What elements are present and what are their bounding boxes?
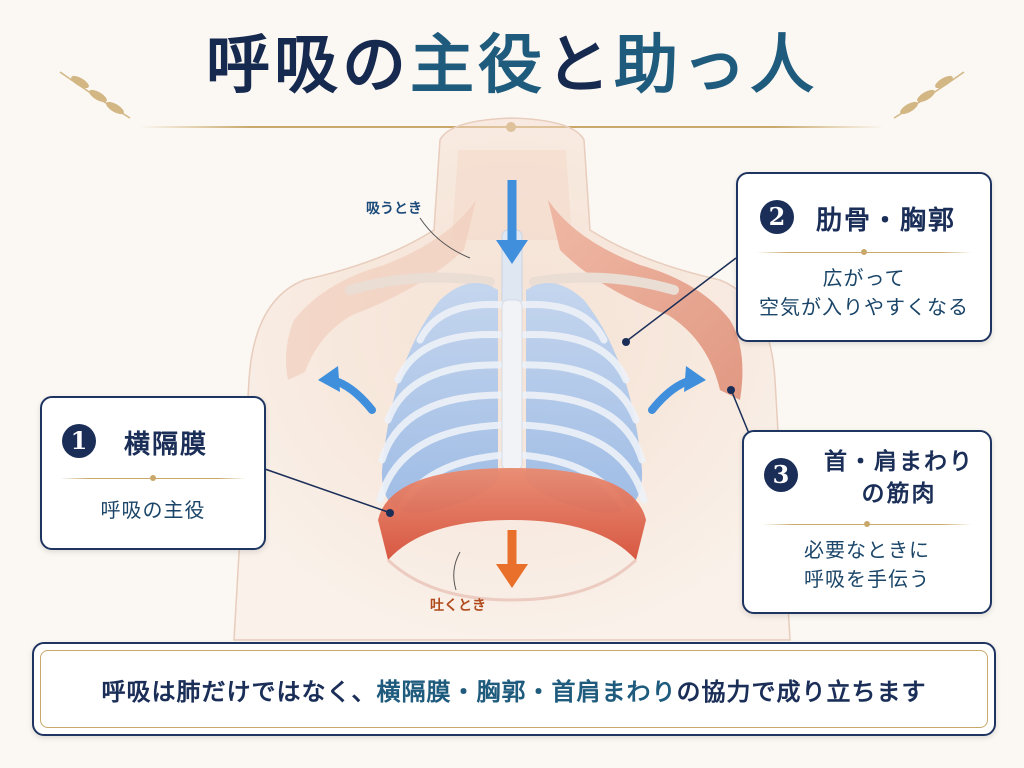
leader-card-2-dot <box>622 338 630 346</box>
summary-part-2: 横隔膜・胸郭・首肩まわり <box>376 677 677 706</box>
card-2-title: 肋骨・胸郭 <box>816 206 957 236</box>
card-1-divider <box>60 475 246 481</box>
card-3-title: 首・肩まわり の筋肉 <box>814 446 984 510</box>
card-neck-shoulder-muscles: 3 首・肩まわり の筋肉 必要なときに 呼吸を手伝う <box>742 430 992 614</box>
rib-2 <box>394 331 630 384</box>
exhale-label: 吐くとき <box>430 598 486 614</box>
rib-5 <box>376 421 648 504</box>
summary-text: 呼吸は肺だけではなく、横隔膜・胸郭・首肩まわりの協力で成り立ちます <box>34 672 994 707</box>
rib-4 <box>378 391 646 464</box>
card-2-desc-line-2: 空気が入りやすくなる <box>759 295 969 319</box>
diaphragm-lower <box>386 558 638 602</box>
card-2-desc: 広がって 空気が入りやすくなる <box>738 264 990 322</box>
exhale-arrowhead <box>496 564 528 588</box>
expand-arrowhead-right <box>684 366 706 392</box>
rib-cage <box>376 300 648 544</box>
summary-part-3: の協力で成り立ちます <box>676 677 927 706</box>
clavicle-left <box>345 272 495 295</box>
card-1-desc: 呼吸の主役 <box>100 498 206 522</box>
sternum <box>501 299 523 471</box>
summary-banner-inner-border <box>40 650 988 728</box>
expand-arrowhead-left <box>318 366 340 392</box>
card-1-number: 1 <box>62 424 96 458</box>
card-3-desc-line-2: 呼吸を手伝う <box>804 567 930 591</box>
inhale-label: 吸うとき <box>366 201 422 217</box>
leaf-decoration-top-left <box>59 71 131 119</box>
leader-card-2 <box>627 257 737 341</box>
rib-3 <box>384 361 640 424</box>
card-3-title-line-2: の筋肉 <box>861 480 937 508</box>
neck-shoulder-muscle <box>548 200 743 400</box>
card-3-title-line-1: 首・肩まわり <box>824 448 974 475</box>
card-2-desc-line-1: 広がって <box>822 266 906 290</box>
title-part-4: 助っ人 <box>614 28 818 103</box>
inhale-arrowhead <box>496 240 528 264</box>
card-3-number: 3 <box>764 458 798 492</box>
summary-banner: 呼吸は肺だけではなく、横隔膜・胸郭・首肩まわりの協力で成り立ちます <box>32 642 996 736</box>
card-3-desc: 必要なときに 呼吸を手伝う <box>744 536 990 594</box>
leader-card-1-dot <box>386 509 394 517</box>
clavicle-right <box>529 272 679 295</box>
leader-exhale <box>453 551 461 591</box>
rib-1 <box>416 300 608 344</box>
leader-inhale <box>419 217 471 259</box>
card-2-number: 2 <box>760 200 794 234</box>
shoulder-muscle-left <box>286 200 476 380</box>
card-ribs-thorax: 2 肋骨・胸郭 広がって 空気が入りやすくなる <box>736 172 992 342</box>
card-3-desc-line-1: 必要なときに <box>804 538 930 562</box>
title-part-3: と <box>546 28 614 103</box>
leader-card-3-dot <box>727 386 735 394</box>
title-part-2: 主役 <box>410 28 546 103</box>
card-1-title: 横隔膜 <box>124 430 209 460</box>
page-title: 呼吸の主役と助っ人 <box>0 14 1024 106</box>
leaf-decoration-top-right <box>893 71 965 119</box>
title-part-1: 呼吸の <box>206 28 410 103</box>
leader-card-1 <box>261 467 389 513</box>
leader-card-3 <box>731 391 751 437</box>
card-diaphragm: 1 横隔膜 呼吸の主役 <box>40 396 266 550</box>
card-3-divider <box>762 521 972 527</box>
diaphragm <box>378 468 646 560</box>
card-2-divider <box>756 249 972 255</box>
summary-part-1: 呼吸は肺だけではなく、 <box>101 677 377 706</box>
